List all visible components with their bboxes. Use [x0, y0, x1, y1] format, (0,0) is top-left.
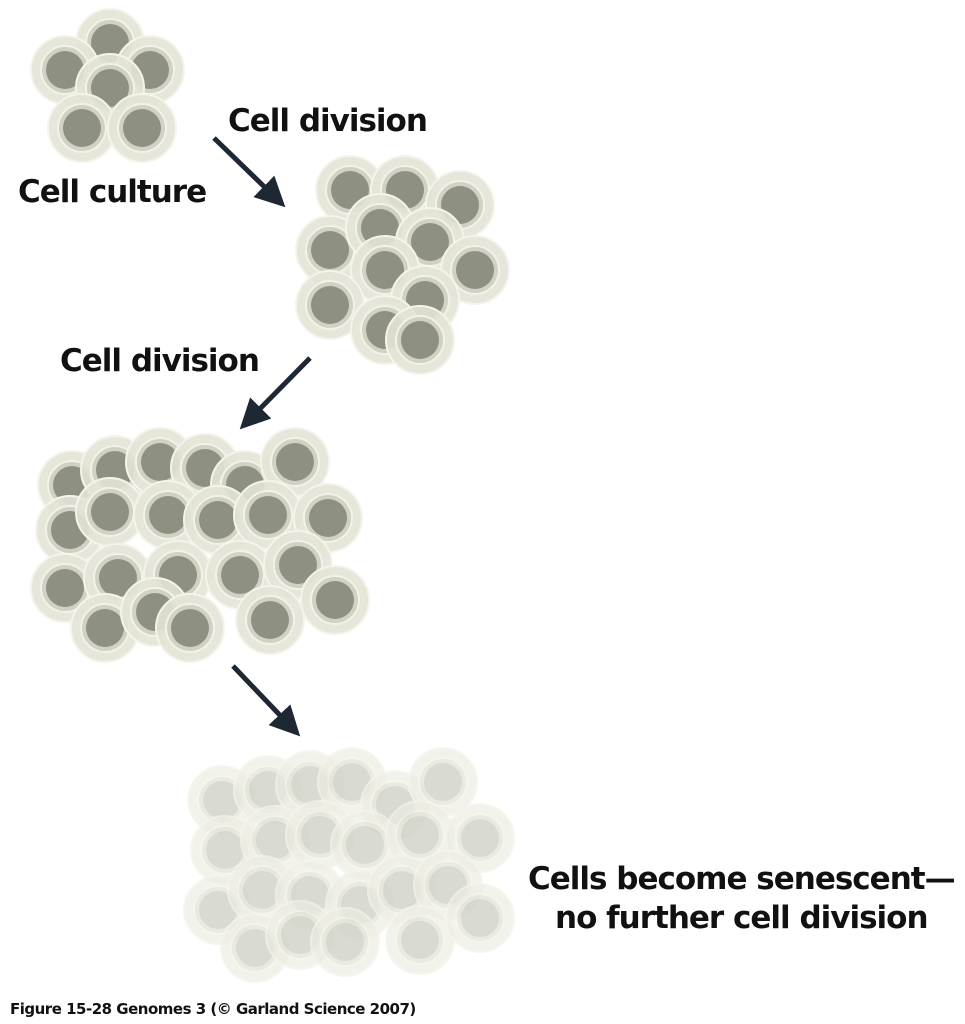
nucleus [461, 819, 499, 857]
senescent-label: Cells become senescent— no further cell … [528, 860, 956, 938]
nucleus [301, 816, 339, 854]
cell-culture-cluster [30, 8, 185, 163]
cell [385, 305, 455, 375]
nucleus [331, 171, 369, 209]
nucleus [199, 501, 237, 539]
nucleus [281, 916, 319, 954]
senescent-cells-cluster [183, 747, 515, 983]
nucleus [46, 569, 84, 607]
nucleus [401, 816, 439, 854]
cell-division-label-1: Cell division [228, 103, 428, 139]
divided-cells-cluster [295, 155, 510, 375]
nucleus [243, 871, 281, 909]
nucleus [221, 556, 259, 594]
cell [445, 883, 515, 953]
cell [385, 905, 455, 975]
nucleus [346, 826, 384, 864]
nucleus [316, 581, 354, 619]
nucleus [326, 923, 364, 961]
nucleus [401, 321, 439, 359]
senescent-label-line-2: no further cell division [555, 900, 929, 936]
cell-division-label-2: Cell division [60, 343, 260, 379]
nucleus [46, 51, 84, 89]
nucleus [149, 496, 187, 534]
further-divided-cells-cluster [30, 427, 370, 663]
nucleus [91, 24, 129, 62]
cell [47, 93, 117, 163]
nucleus [333, 763, 371, 801]
nucleus [249, 496, 287, 534]
nucleus [123, 109, 161, 147]
cell-culture-label: Cell culture [18, 174, 207, 210]
nucleus [311, 286, 349, 324]
senescent-label-line-1: Cells become senescent— [528, 861, 956, 897]
cell [408, 747, 478, 817]
cell [107, 93, 177, 163]
nucleus [91, 493, 129, 531]
nucleus [279, 546, 317, 584]
arrow-division-1 [212, 136, 286, 208]
nucleus [91, 69, 129, 107]
nucleus [256, 821, 294, 859]
nucleus [276, 443, 314, 481]
arrow-senescence [231, 664, 301, 737]
cell [235, 585, 305, 655]
cell [260, 427, 330, 497]
nucleus [461, 899, 499, 937]
nucleus [383, 871, 421, 909]
cell [125, 427, 195, 497]
arrow-division-2 [239, 356, 312, 430]
nucleus [141, 443, 179, 481]
nucleus [401, 921, 439, 959]
nucleus [236, 929, 274, 967]
nucleus [251, 601, 289, 639]
cell [155, 593, 225, 663]
nucleus [63, 109, 101, 147]
cell [133, 480, 203, 550]
nucleus [309, 499, 347, 537]
cell [300, 565, 370, 635]
nucleus [366, 251, 404, 289]
cell [370, 155, 440, 225]
nucleus [199, 891, 237, 929]
nucleus [203, 781, 241, 819]
cell [310, 907, 380, 977]
cell [440, 235, 510, 305]
nucleus [424, 763, 462, 801]
nucleus [86, 609, 124, 647]
nucleus [206, 831, 244, 869]
figure-caption: Figure 15-28 Genomes 3 (© Garland Scienc… [10, 1000, 416, 1018]
cell [183, 485, 253, 555]
nucleus [311, 231, 349, 269]
nucleus [411, 223, 449, 261]
nucleus [171, 609, 209, 647]
cell [75, 477, 145, 547]
nucleus [99, 559, 137, 597]
nucleus [456, 251, 494, 289]
